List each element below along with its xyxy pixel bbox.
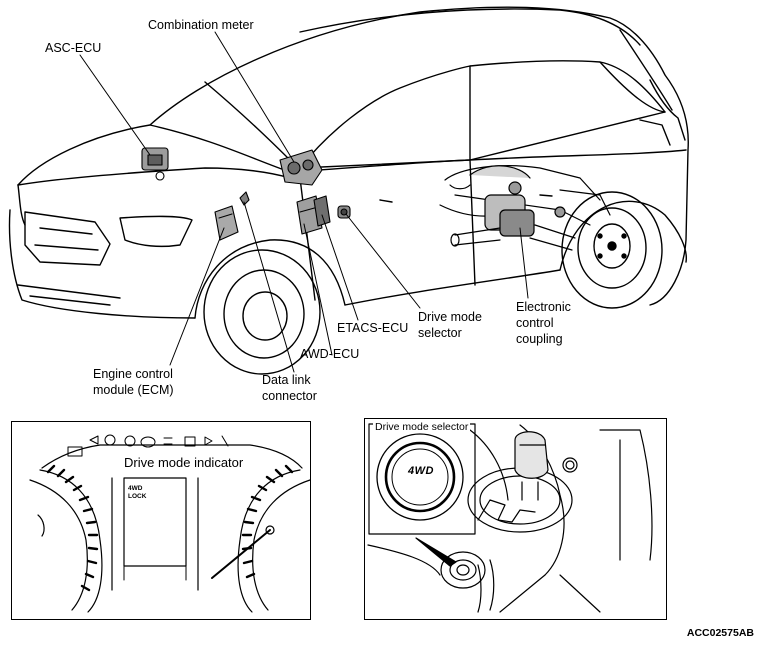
ecm-line2: module (ECM): [93, 383, 174, 397]
label-asc-ecu: ASC-ECU: [45, 40, 101, 56]
label-etacs-ecu: ETACS-ECU: [337, 320, 408, 336]
awd-ecu-text: AWD-ECU: [300, 347, 360, 361]
ecc-line1: Electronic: [516, 300, 571, 314]
label-electronic-control-coupling: Electronic control coupling: [516, 299, 571, 347]
label-data-link-connector: Data link connector: [262, 372, 317, 404]
data-link-connector-unit: [239, 191, 250, 206]
rear-wheel: [561, 191, 663, 309]
data-link-line1: Data link: [262, 373, 311, 387]
drive-mode-selector-inset-title: Drive mode selector: [373, 421, 471, 433]
vehicle-body: [8, 6, 689, 319]
drive-mode-selector-line2: selector: [418, 326, 462, 340]
etacs-ecu-text: ETACS-ECU: [337, 321, 409, 335]
lcd-display-text: 4WD LOCK: [128, 485, 146, 501]
warning-icons: [67, 434, 229, 457]
asc-ecu-unit: [141, 147, 169, 181]
drive-mode-selector-line1: Drive mode: [418, 310, 482, 324]
selector-inset-frame: [364, 418, 667, 620]
leader-lines: [79, 31, 529, 373]
combination-meter-text: Combination meter: [148, 18, 254, 32]
meter-inset-frame: [11, 421, 311, 620]
ecc-line2: control: [516, 316, 554, 330]
label-drive-mode-selector: Drive mode selector: [418, 309, 482, 341]
etacs-ecu-unit: [313, 195, 331, 227]
rear-drivetrain: [439, 165, 611, 251]
ecc-line3: coupling: [516, 332, 563, 346]
components: [141, 147, 351, 241]
drive-mode-indicator-label: Drive mode indicator: [122, 455, 246, 470]
combination-meter-unit: [279, 149, 323, 186]
asc-ecu-text: ASC-ECU: [45, 41, 102, 55]
lcd-line1: 4WD: [128, 485, 143, 492]
meter-inset-art: [29, 434, 311, 613]
selector-inset-art: [367, 423, 653, 613]
ecm-line1: Engine control: [93, 367, 173, 381]
label-combination-meter: Combination meter: [148, 17, 254, 33]
four-wd-badge-text: 4WD: [408, 465, 434, 477]
figure-code: ACC02575AB: [686, 627, 754, 639]
data-link-line2: connector: [262, 389, 317, 403]
label-awd-ecu: AWD-ECU: [300, 346, 359, 362]
lcd-line2: LOCK: [128, 493, 147, 500]
ecm-unit: [214, 205, 239, 241]
label-ecm: Engine control module (ECM): [93, 366, 174, 398]
